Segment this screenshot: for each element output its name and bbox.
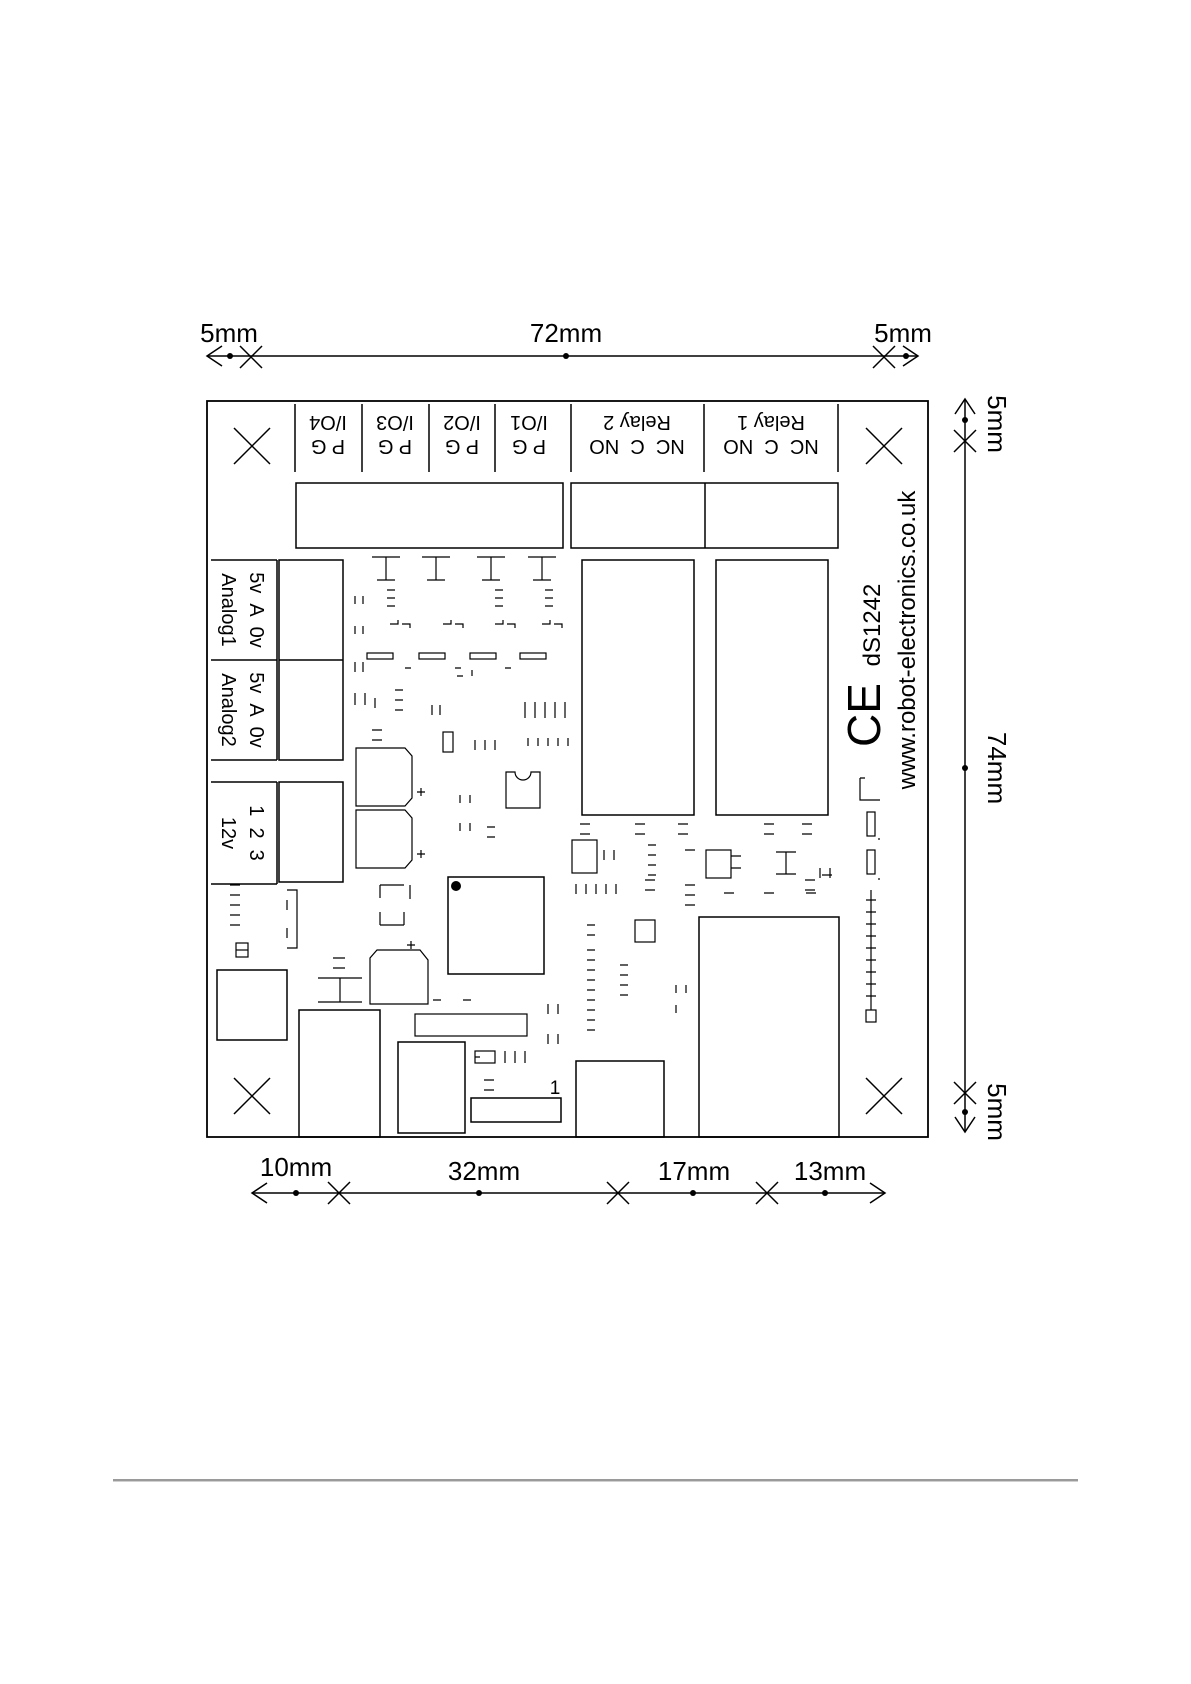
io1-pins: P G <box>512 435 546 457</box>
top-dimension: 5mm 72mm 5mm <box>200 318 932 368</box>
model-number: dS1242 <box>859 584 886 667</box>
dim-top-middle: 72mm <box>530 318 602 348</box>
dim-top-right: 5mm <box>874 318 932 348</box>
dim-bottom-3: 17mm <box>658 1156 730 1186</box>
right-dimension: 5mm 74mm 5mm <box>954 395 1012 1141</box>
dim-top-left: 5mm <box>200 318 258 348</box>
io3-label: I/O3 <box>376 411 414 433</box>
analog2-pins: 5v A 0v <box>245 672 267 748</box>
io4-pins: P G <box>311 435 345 457</box>
relays <box>582 560 828 815</box>
relay1-pins: NC C NO <box>723 435 819 457</box>
io3-pins: P G <box>378 435 412 457</box>
branding: CE dS1242 www.robot-electronics.co.uk <box>838 490 921 791</box>
dim-bottom-1: 10mm <box>260 1152 332 1182</box>
board-outline <box>207 401 928 1137</box>
dim-bottom-4: 13mm <box>794 1156 866 1186</box>
top-terminal-blocks <box>296 483 838 548</box>
header-pin-1-label: 1 <box>550 1078 561 1099</box>
dim-right-bottom: 5mm <box>982 1083 1012 1141</box>
bottom-dimension: 10mm 32mm 17mm 13mm <box>252 1152 885 1204</box>
dim-right-top: 5mm <box>982 395 1012 453</box>
relay2-pins: NC C NO <box>589 435 685 457</box>
left-connector-labels: 5v A 0v Analog1 5v A 0v Analog2 1 2 3 12… <box>217 572 267 861</box>
footer-link[interactable] <box>503 1490 848 1512</box>
mounting-holes <box>234 428 902 1114</box>
ce-mark: CE <box>838 683 890 747</box>
power-pins: 1 2 3 <box>245 805 267 861</box>
components: 1 <box>217 557 880 1137</box>
io1-label: I/O1 <box>510 411 548 433</box>
analog1-label: Analog1 <box>217 573 239 646</box>
left-terminal-blocks <box>279 560 343 882</box>
relay2-label: Relay 2 <box>603 411 671 433</box>
dim-bottom-2: 32mm <box>448 1156 520 1186</box>
io4-label: I/O4 <box>309 411 347 433</box>
relay1-label: Relay 1 <box>737 411 805 433</box>
dim-right-middle: 74mm <box>982 732 1012 804</box>
io2-label: I/O2 <box>443 411 481 433</box>
analog2-label: Analog2 <box>217 673 239 746</box>
analog1-pins: 5v A 0v <box>245 572 267 648</box>
io2-pins: P G <box>445 435 479 457</box>
website-url: www.robot-electronics.co.uk <box>894 490 921 791</box>
power-label: 12v <box>217 817 239 849</box>
footer-divider <box>113 1479 1078 1482</box>
